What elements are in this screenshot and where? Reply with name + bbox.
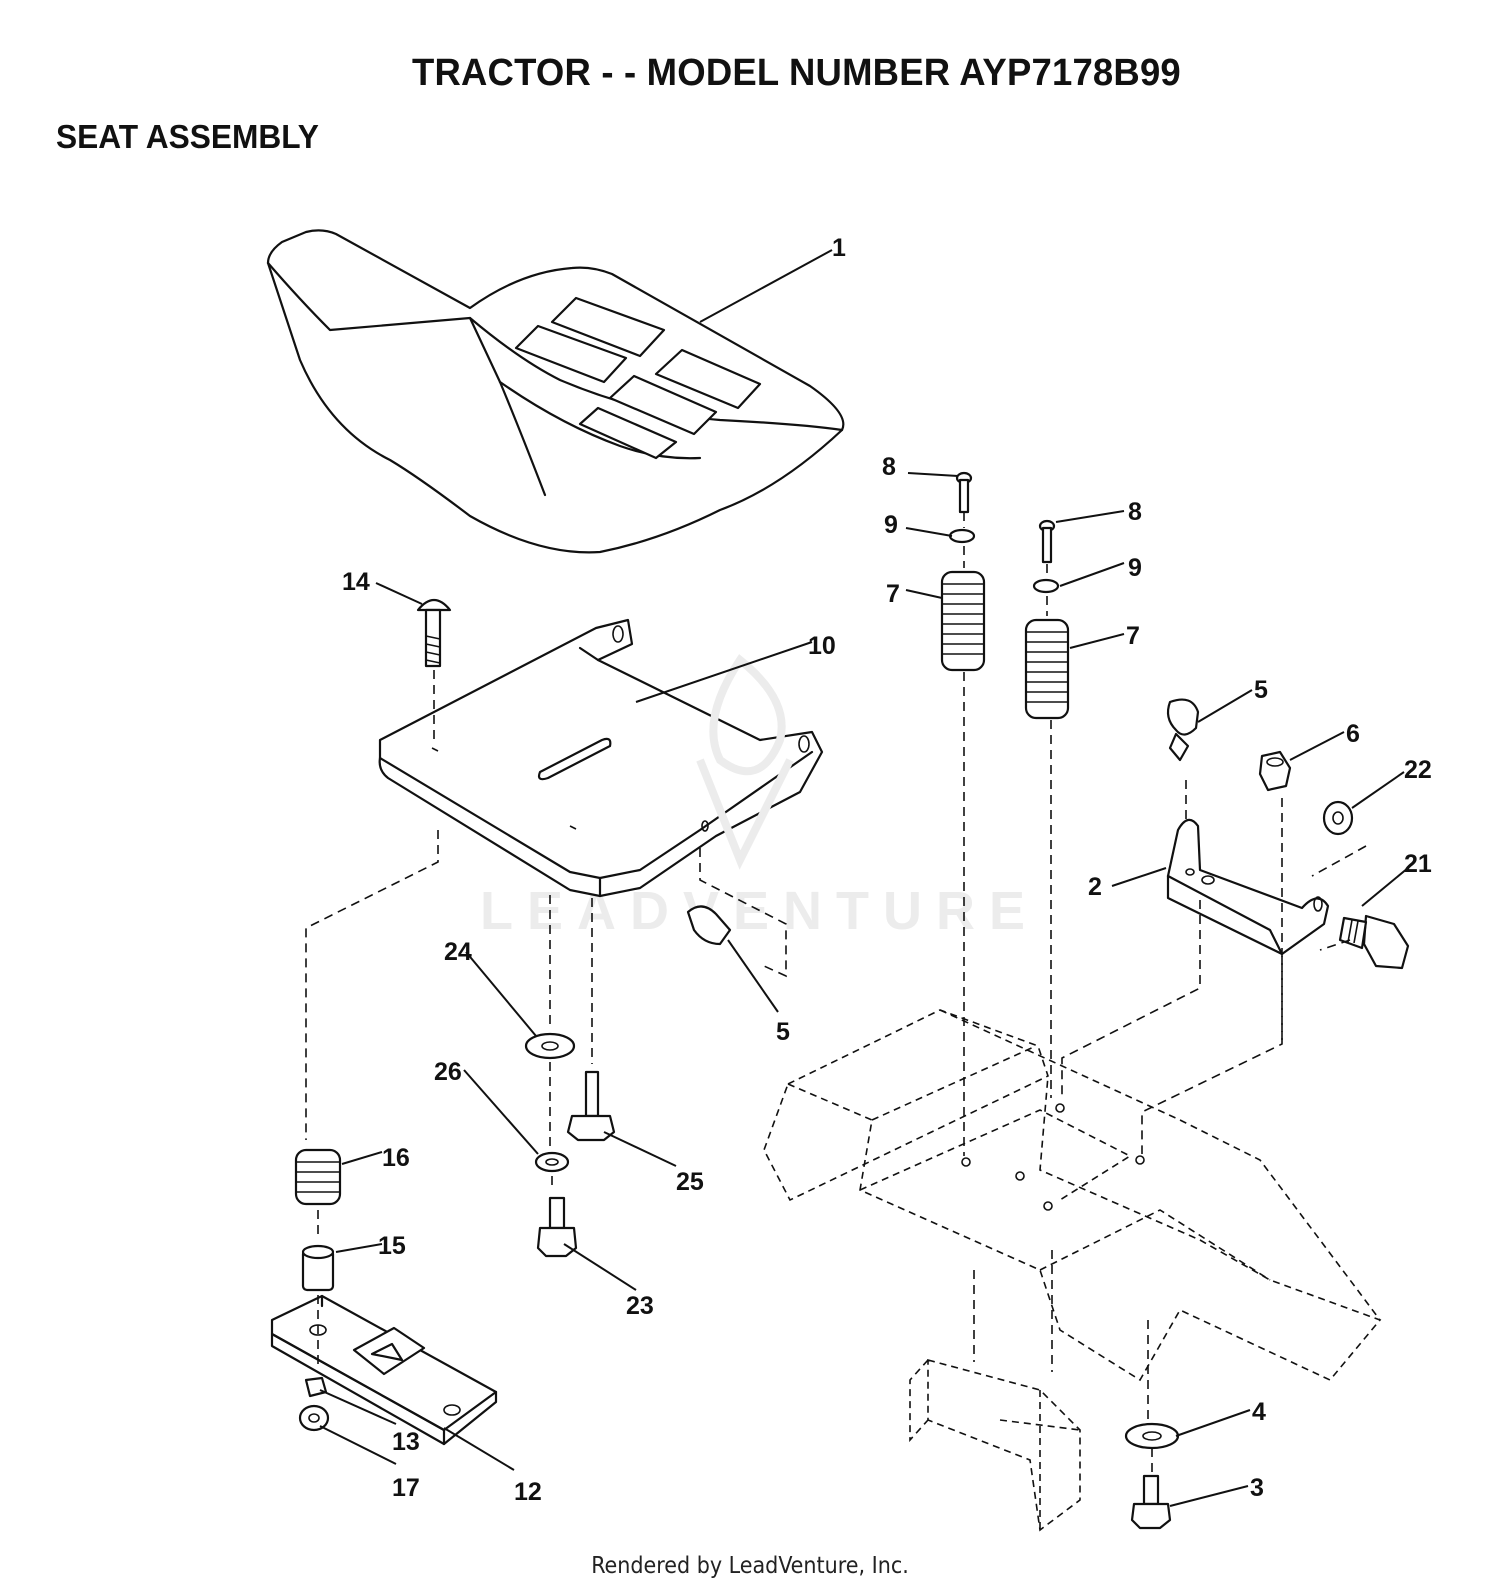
callout-3: 3: [1250, 1474, 1264, 1502]
callout-9-right: 9: [1128, 554, 1142, 582]
callout-5-lower: 5: [776, 1018, 790, 1046]
callout-17: 17: [392, 1474, 420, 1502]
leader-lines: [319, 249, 1409, 1507]
spring-part-7-right[interactable]: [1024, 618, 1070, 720]
callout-9-left: 9: [884, 511, 898, 539]
nut-part-17[interactable]: [298, 1404, 330, 1432]
pin-part-8-left[interactable]: [955, 471, 973, 514]
callout-21: 21: [1404, 850, 1432, 878]
callout-25: 25: [676, 1168, 704, 1196]
callout-26: 26: [434, 1058, 462, 1086]
render-credit: Rendered by LeadVenture, Inc.: [591, 1553, 909, 1579]
seat-plate-part-12[interactable]: [270, 1294, 498, 1446]
callout-22: 22: [1404, 756, 1432, 784]
spring-part-16[interactable]: [294, 1148, 342, 1206]
callout-4: 4: [1252, 1398, 1266, 1426]
callout-2: 2: [1088, 873, 1102, 901]
callout-23: 23: [626, 1292, 654, 1320]
callout-7-right: 7: [1126, 622, 1140, 650]
hex-bolt-part-3[interactable]: [1130, 1474, 1172, 1530]
washer-part-24[interactable]: [524, 1032, 576, 1060]
callout-13: 13: [392, 1428, 420, 1456]
callout-8-left: 8: [882, 453, 896, 481]
watermark-logo: [696, 654, 794, 870]
callout-6: 6: [1346, 720, 1360, 748]
washer-part-9-left[interactable]: [948, 528, 976, 544]
callout-1: 1: [832, 234, 846, 262]
seat-pan-part-10[interactable]: [378, 618, 824, 898]
spring-part-7-left[interactable]: [940, 570, 986, 672]
washer-part-4[interactable]: [1124, 1422, 1180, 1450]
callout-24: 24: [444, 938, 472, 966]
page-title: TRACTOR - - MODEL NUMBER AYP7178B99: [412, 52, 1181, 94]
nut-part-22[interactable]: [1322, 800, 1354, 836]
callout-14: 14: [342, 568, 370, 596]
shoulder-bolt-part-21[interactable]: [1338, 914, 1410, 970]
clip-part-5-upper[interactable]: [1166, 698, 1200, 762]
hex-nut-part-6[interactable]: [1258, 750, 1292, 792]
lock-washer-part-26[interactable]: [534, 1151, 570, 1173]
assembly-lines: [305, 512, 1367, 1472]
callout-7-left: 7: [886, 580, 900, 608]
tractor-frame-phantom: [763, 1009, 1382, 1532]
clip-part-5-lower[interactable]: [686, 905, 732, 946]
section-title: SEAT ASSEMBLY: [56, 118, 319, 155]
spacer-part-15[interactable]: [301, 1244, 335, 1292]
callout-15: 15: [378, 1232, 406, 1260]
nut-part-13[interactable]: [304, 1376, 328, 1398]
seat-part-1[interactable]: [266, 229, 845, 554]
callout-5-upper: 5: [1254, 676, 1268, 704]
hex-bolt-part-23[interactable]: [536, 1196, 578, 1258]
carriage-bolt-part-14[interactable]: [416, 598, 452, 668]
callout-labels: 1 2 3 4 5 5 6 7 7 8 8 9 9 10 12 13 14 15…: [342, 234, 1432, 1506]
bracket-part-2[interactable]: [1166, 818, 1330, 956]
pin-part-8-right[interactable]: [1038, 519, 1056, 564]
callout-16: 16: [382, 1144, 410, 1172]
shoulder-bolt-part-25[interactable]: [566, 1070, 616, 1142]
callout-10: 10: [808, 632, 836, 660]
callout-12: 12: [514, 1478, 542, 1506]
washer-part-9-right[interactable]: [1032, 578, 1060, 594]
callout-8-right: 8: [1128, 498, 1142, 526]
